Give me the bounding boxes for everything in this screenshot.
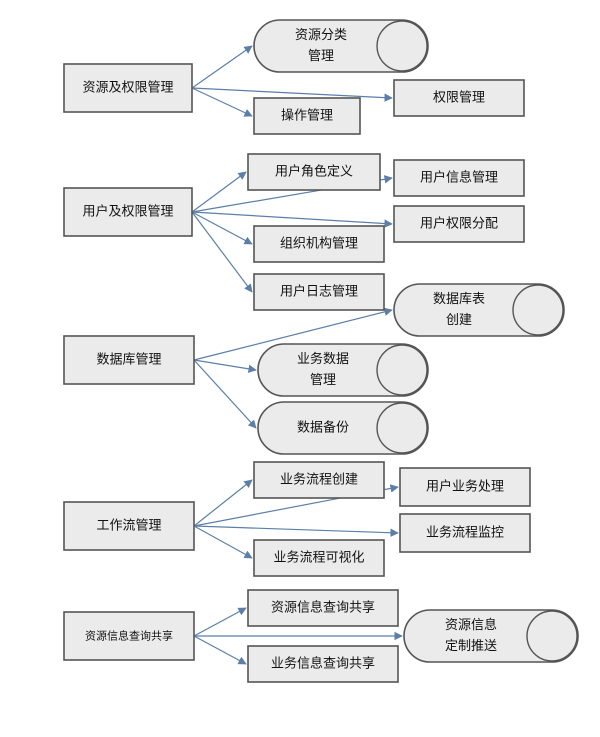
capsule-node-box	[253, 19, 429, 73]
root-node-box	[63, 187, 193, 237]
child-node[interactable]: 用户信息管理	[393, 159, 525, 197]
root-node-box	[63, 611, 195, 661]
child-node-label: 操作管理	[281, 108, 333, 124]
rect-node-box	[253, 461, 385, 499]
root-node-label: 资源及权限管理	[82, 80, 173, 96]
child-node-label: 组织机构管理	[280, 237, 358, 252]
child-node-label: 数据库表	[433, 291, 485, 307]
capsule-end-circle	[512, 284, 564, 336]
root-node[interactable]: 资源信息查询共享	[63, 611, 195, 661]
capsule-node-box	[257, 401, 429, 455]
child-node-label: 资源分类	[295, 28, 347, 43]
rect-node-box	[253, 97, 361, 135]
rect-node-box	[393, 79, 525, 117]
rect-node-box	[247, 645, 399, 683]
rect-node-box	[247, 589, 399, 627]
child-node[interactable]: 用户角色定义	[247, 153, 381, 191]
root-node[interactable]: 资源及权限管理	[63, 63, 193, 113]
child-node[interactable]: 业务流程可视化	[253, 539, 385, 577]
child-node[interactable]: 业务信息查询共享	[247, 645, 399, 683]
root-node[interactable]: 用户及权限管理	[63, 187, 193, 237]
connector-arrow	[191, 211, 393, 228]
child-node-label: 业务流程创建	[280, 472, 358, 488]
capsule-node-box	[393, 283, 565, 337]
connector-arrow	[193, 525, 399, 537]
child-node[interactable]: 业务流程创建	[253, 461, 385, 499]
root-node-label: 数据库管理	[96, 352, 161, 368]
child-node[interactable]: 业务流程监控	[399, 513, 531, 553]
connector-arrow	[193, 359, 257, 373]
child-node[interactable]: 用户日志管理	[253, 273, 385, 311]
root-node-label: 用户及权限管理	[82, 204, 173, 220]
capsule-end-circle	[376, 20, 428, 72]
root-node-label: 工作流管理	[96, 519, 161, 534]
connector-arrow	[193, 359, 257, 429]
connector-arrow	[193, 607, 247, 637]
child-node-label: 用户权限分配	[420, 216, 498, 232]
child-node[interactable]: 资源信息查询共享	[247, 589, 399, 627]
child-node[interactable]: 数据备份	[257, 401, 429, 455]
child-node-label: 业务流程监控	[426, 525, 504, 541]
rect-node-box	[247, 153, 381, 191]
rect-node-box	[393, 159, 525, 197]
connector-arrow	[193, 307, 393, 361]
root-node-label: 资源信息查询共享	[85, 629, 173, 643]
rect-node-box	[253, 225, 385, 263]
capsule-node-box	[403, 609, 579, 663]
root-node[interactable]: 工作流管理	[63, 501, 195, 551]
root-node-box	[63, 63, 193, 113]
child-node[interactable]: 权限管理	[393, 79, 525, 117]
child-node-label: 权限管理	[433, 90, 485, 106]
child-node-label: 业务流程可视化	[273, 550, 364, 566]
rect-node-box	[393, 205, 525, 243]
connector-arrow	[191, 45, 253, 89]
child-node-label: 用户业务处理	[426, 479, 504, 495]
child-node-label: 用户信息管理	[420, 170, 498, 186]
root-node-box	[63, 501, 195, 551]
child-node-label: 定制推送	[445, 639, 497, 654]
child-node[interactable]: 操作管理	[253, 97, 361, 135]
connector-arrow	[191, 87, 393, 102]
connector-arrow	[193, 635, 247, 665]
connector-arrow	[191, 87, 253, 117]
child-node-label: 业务信息查询共享	[271, 656, 375, 672]
child-node-label: 管理	[308, 49, 334, 64]
child-node-label: 业务数据	[297, 351, 349, 367]
capsule-node-box	[257, 343, 429, 397]
rect-node-box	[253, 539, 385, 577]
connector-arrow	[191, 211, 253, 293]
root-node-box	[63, 335, 195, 385]
connector-arrow	[193, 479, 253, 527]
child-node-label: 资源信息	[445, 617, 497, 633]
connector-arrow	[191, 171, 247, 213]
root-node[interactable]: 数据库管理	[63, 335, 195, 385]
rect-node-box	[399, 467, 531, 507]
child-node-label: 数据备份	[297, 420, 349, 436]
child-node-label: 用户角色定义	[275, 164, 353, 180]
child-node-label: 用户日志管理	[280, 284, 358, 300]
capsule-end-circle	[376, 402, 428, 454]
child-node[interactable]: 组织机构管理	[253, 225, 385, 263]
child-node[interactable]: 用户权限分配	[393, 205, 525, 243]
child-node-label: 资源信息查询共享	[271, 600, 375, 616]
child-node-label: 管理	[310, 373, 336, 388]
rect-node-box	[399, 513, 531, 553]
connector-arrow	[191, 211, 253, 245]
child-node[interactable]: 用户业务处理	[399, 467, 531, 507]
capsule-end-circle	[526, 610, 578, 662]
connector-arrow	[193, 525, 253, 559]
capsule-end-circle	[376, 344, 428, 396]
child-node-label: 创建	[446, 313, 472, 328]
rect-node-box	[253, 273, 385, 311]
